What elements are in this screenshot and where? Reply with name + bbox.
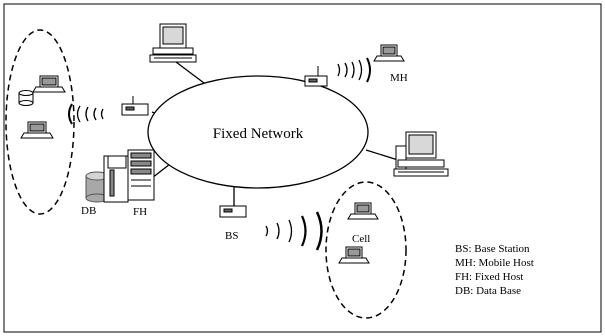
base-station-icon: [304, 66, 328, 87]
label-db: DB: [81, 205, 96, 217]
bottom-cell-boundary: [325, 181, 407, 319]
label-cell: Cell: [352, 233, 370, 245]
desktop-computer-icon: [149, 23, 197, 63]
link-right-desktop: [365, 149, 399, 161]
legend-item: MH: Mobile Host: [455, 257, 534, 269]
legend-item: BS: Base Station: [455, 243, 530, 255]
laptop-icon: [347, 202, 379, 220]
left-cell-boundary: [5, 29, 75, 215]
fixed-host-server-icon: [103, 149, 155, 203]
base-station-icon: [219, 194, 247, 218]
radio-waves-right: [337, 57, 371, 83]
legend-item: DB: Data Base: [455, 285, 521, 297]
label-fh: FH: [133, 206, 147, 218]
database-icon: [18, 90, 34, 106]
radio-waves-left: [68, 103, 104, 125]
base-station-icon: [121, 96, 149, 116]
laptop-icon: [373, 44, 405, 62]
laptop-icon: [338, 246, 370, 264]
label-bs: BS: [225, 230, 238, 242]
radio-waves-bottom: [265, 211, 323, 251]
fixed-network-ellipse: [147, 75, 369, 189]
laptop-icon: [20, 121, 54, 139]
desktop-computer-icon: [393, 131, 449, 177]
diagram-border: [3, 3, 602, 333]
laptop-icon: [32, 75, 66, 93]
legend-item: FH: Fixed Host: [455, 271, 523, 283]
database-icon: [85, 171, 109, 203]
label-mh: MH: [390, 72, 408, 84]
center-label: Fixed Network: [213, 126, 304, 142]
legend: BS: Base Station MH: Mobile Host FH: Fix…: [455, 243, 534, 297]
